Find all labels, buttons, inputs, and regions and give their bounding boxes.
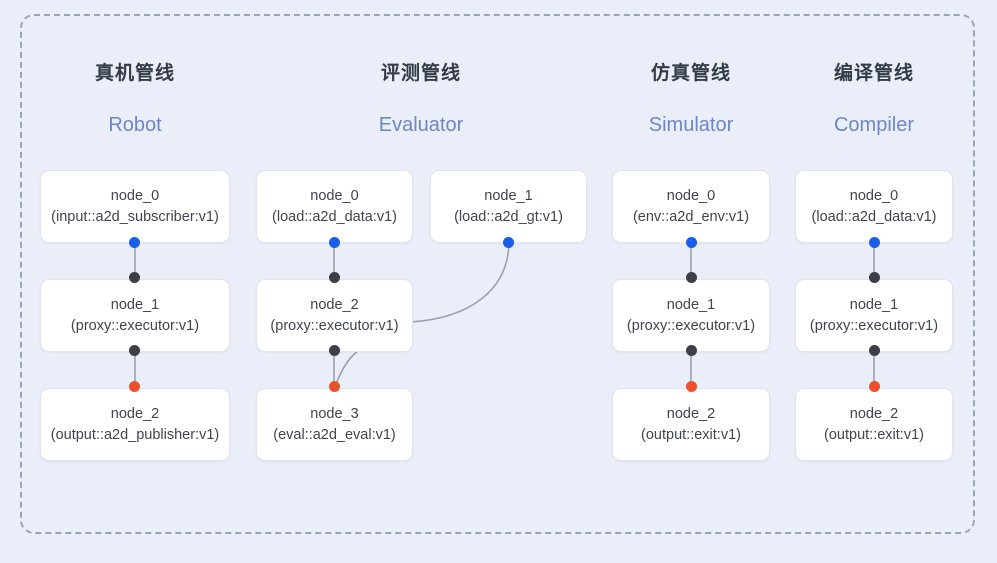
port-input-black[interactable] — [869, 272, 880, 283]
port-input-red[interactable] — [869, 381, 880, 392]
port-output-blue[interactable] — [503, 237, 514, 248]
node-simulator-0[interactable]: node_0 (env::a2d_env:v1) — [612, 170, 770, 243]
node-evaluator-1[interactable]: node_1 (load::a2d_gt:v1) — [430, 170, 587, 243]
port-output-black[interactable] — [329, 345, 340, 356]
node-id: node_1 — [849, 296, 899, 313]
port-output-blue[interactable] — [686, 237, 697, 248]
node-type: (output::exit:v1) — [824, 426, 924, 443]
node-id: node_3 — [310, 405, 359, 422]
node-id: node_1 — [666, 296, 716, 313]
port-output-black[interactable] — [129, 345, 140, 356]
node-evaluator-2[interactable]: node_2 (proxy::executor:v1) — [256, 279, 413, 352]
node-type: (proxy::executor:v1) — [809, 317, 939, 334]
node-robot-2[interactable]: node_2 (output::a2d_publisher:v1) — [40, 388, 230, 461]
port-output-black[interactable] — [686, 345, 697, 356]
node-id: node_0 — [110, 187, 160, 204]
port-output-blue[interactable] — [329, 237, 340, 248]
port-output-blue[interactable] — [869, 237, 880, 248]
node-evaluator-3[interactable]: node_3 (eval::a2d_eval:v1) — [256, 388, 413, 461]
node-type: (output::exit:v1) — [641, 426, 741, 443]
node-id: node_2 — [110, 405, 160, 422]
node-id: node_2 — [310, 296, 359, 313]
port-output-black[interactable] — [869, 345, 880, 356]
node-id: node_0 — [310, 187, 359, 204]
node-type: (load::a2d_gt:v1) — [454, 208, 563, 225]
diagram-frame — [20, 14, 975, 534]
node-type: (proxy::executor:v1) — [626, 317, 756, 334]
node-compiler-1[interactable]: node_1 (proxy::executor:v1) — [795, 279, 953, 352]
node-compiler-2[interactable]: node_2 (output::exit:v1) — [795, 388, 953, 461]
port-input-red[interactable] — [686, 381, 697, 392]
node-compiler-0[interactable]: node_0 (load::a2d_data:v1) — [795, 170, 953, 243]
node-id: node_0 — [666, 187, 716, 204]
port-input-black[interactable] — [329, 272, 340, 283]
node-type: (input::a2d_subscriber:v1) — [51, 208, 219, 225]
node-simulator-1[interactable]: node_1 (proxy::executor:v1) — [612, 279, 770, 352]
node-type: (load::a2d_data:v1) — [272, 208, 397, 225]
node-robot-1[interactable]: node_1 (proxy::executor:v1) — [40, 279, 230, 352]
node-type: (eval::a2d_eval:v1) — [273, 426, 396, 443]
node-simulator-2[interactable]: node_2 (output::exit:v1) — [612, 388, 770, 461]
node-evaluator-0[interactable]: node_0 (load::a2d_data:v1) — [256, 170, 413, 243]
node-id: node_0 — [849, 187, 899, 204]
node-type: (output::a2d_publisher:v1) — [50, 426, 220, 443]
node-type: (proxy::executor:v1) — [270, 317, 399, 334]
port-output-blue[interactable] — [129, 237, 140, 248]
node-id: node_1 — [110, 296, 160, 313]
port-input-red[interactable] — [129, 381, 140, 392]
node-type: (load::a2d_data:v1) — [811, 208, 937, 225]
port-input-black[interactable] — [129, 272, 140, 283]
port-input-black[interactable] — [686, 272, 697, 283]
port-input-red[interactable] — [329, 381, 340, 392]
node-id: node_2 — [849, 405, 899, 422]
node-robot-0[interactable]: node_0 (input::a2d_subscriber:v1) — [40, 170, 230, 243]
node-id: node_2 — [666, 405, 716, 422]
node-id: node_1 — [484, 187, 533, 204]
node-type: (proxy::executor:v1) — [70, 317, 200, 334]
node-type: (env::a2d_env:v1) — [632, 208, 750, 225]
